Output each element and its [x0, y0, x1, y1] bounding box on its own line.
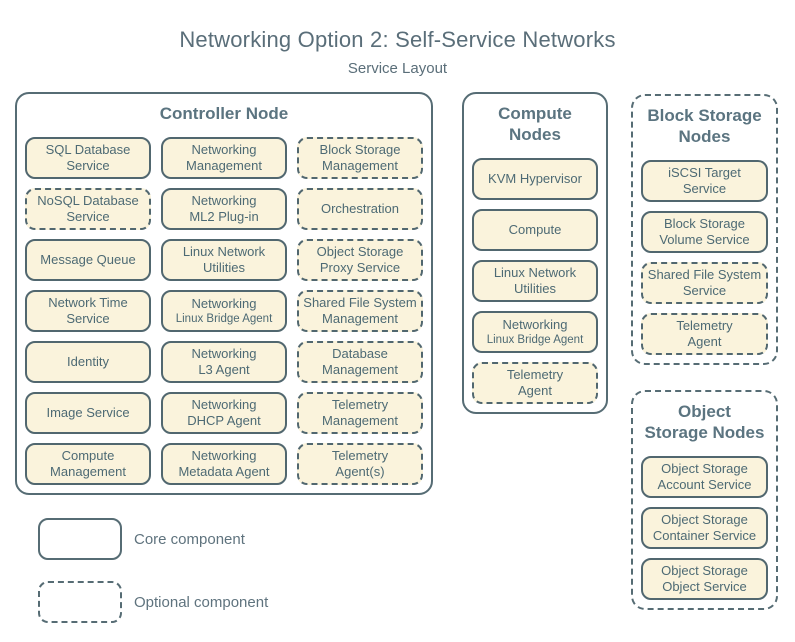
service-label: Database Management — [322, 346, 398, 377]
service-sublabel: Linux Bridge Agent — [486, 334, 584, 346]
service-box: Telemetry Agent — [641, 313, 768, 355]
service-label: Telemetry Agent(s) — [331, 448, 389, 479]
service-box: Database Management — [297, 341, 423, 383]
service-box: Image Service — [25, 392, 151, 434]
node-body-controller: SQL Database Service Networking Manageme… — [17, 137, 431, 493]
service-box: Telemetry Agent — [472, 362, 598, 404]
service-label: Networking Metadata Agent — [178, 448, 270, 479]
service-label: Shared File System Service — [647, 267, 762, 298]
service-label: Linux Network Utilities — [493, 265, 577, 296]
page-title: Networking Option 2: Self-Service Networ… — [179, 27, 616, 52]
service-box: Object Storage Object Service — [641, 558, 768, 600]
node-compute: Compute Nodes KVM Hypervisor Compute Lin… — [462, 92, 608, 414]
service-label: Networking ML2 Plug-in — [189, 193, 259, 224]
node-title-object-storage: Object Storage Nodes — [644, 402, 765, 442]
service-label: NoSQL Database Service — [37, 193, 139, 224]
service-label: Network Time Service — [48, 295, 128, 326]
service-box: Object Storage Container Service — [641, 507, 768, 549]
node-body-object-storage: Object Storage Account Service Object St… — [633, 456, 776, 608]
node-controller: Controller Node SQL Database Service Net… — [15, 92, 433, 495]
node-title-block-storage: Block Storage Nodes — [647, 106, 762, 146]
service-box: Compute Management — [25, 443, 151, 485]
service-label: Networking L3 Agent — [191, 346, 257, 377]
service-label: Telemetry Management — [322, 397, 398, 428]
node-title-compute: Compute Nodes — [498, 104, 572, 144]
service-label: Orchestration — [320, 201, 400, 216]
service-box: Networking DHCP Agent — [161, 392, 287, 434]
node-object-storage: Object Storage Nodes Object Storage Acco… — [631, 390, 778, 610]
page-subtitle: Service Layout — [347, 60, 448, 77]
node-body-block-storage: iSCSI Target Service Block Storage Volum… — [633, 160, 776, 363]
service-box: Message Queue — [25, 239, 151, 281]
service-box: Linux Network Utilities — [472, 260, 598, 302]
service-label: Image Service — [46, 405, 130, 420]
legend-core-swatch — [38, 518, 122, 560]
service-label: Networking — [191, 296, 257, 311]
service-label: Networking — [502, 317, 568, 332]
service-label: Object Storage Account Service — [657, 461, 752, 492]
service-box: SQL Database Service — [25, 137, 151, 179]
service-label: Block Storage Management — [319, 142, 401, 173]
legend-core-row: Core component — [38, 518, 245, 560]
service-box: Networking Management — [161, 137, 287, 179]
service-box: Networking ML2 Plug-in — [161, 188, 287, 230]
service-box: Orchestration — [297, 188, 423, 230]
service-label: KVM Hypervisor — [488, 171, 582, 186]
node-block-storage: Block Storage Nodes iSCSI Target Service… — [631, 94, 778, 365]
service-label: Telemetry Agent — [676, 318, 733, 349]
node-title-controller: Controller Node — [159, 104, 289, 123]
service-label: Linux Network Utilities — [182, 244, 266, 275]
service-box: iSCSI Target Service — [641, 160, 768, 202]
service-box: NoSQL Database Service — [25, 188, 151, 230]
service-box: Object Storage Account Service — [641, 456, 768, 498]
service-label: Block Storage Volume Service — [659, 216, 750, 247]
service-box: Networking Metadata Agent — [161, 443, 287, 485]
service-label: Shared File System Management — [303, 295, 417, 326]
service-box: Object Storage Proxy Service — [297, 239, 423, 281]
service-label: Compute — [508, 222, 562, 237]
node-body-compute: KVM Hypervisor Compute Linux Network Uti… — [464, 158, 606, 412]
service-label: Identity — [67, 354, 109, 369]
service-box: Shared File System Service — [641, 262, 768, 304]
legend-optional-swatch — [38, 581, 122, 623]
service-label: Message Queue — [40, 252, 136, 267]
service-box: Block Storage Volume Service — [641, 211, 768, 253]
service-box: Shared File System Management — [297, 290, 423, 332]
service-label: Compute Management — [50, 448, 126, 479]
service-label: Networking DHCP Agent — [187, 397, 261, 428]
service-label: SQL Database Service — [45, 142, 131, 173]
service-box: Compute — [472, 209, 598, 251]
service-box: Linux Network Utilities — [161, 239, 287, 281]
service-box: Network Time Service — [25, 290, 151, 332]
service-label: iSCSI Target Service — [668, 165, 741, 196]
service-box: Identity — [25, 341, 151, 383]
service-sublabel: Linux Bridge Agent — [175, 313, 273, 325]
legend-optional-label: Optional component — [134, 593, 269, 611]
service-label: Telemetry Agent — [506, 367, 564, 398]
service-label: Networking Management — [186, 142, 262, 173]
service-box: Block Storage Management — [297, 137, 423, 179]
service-box: KVM Hypervisor — [472, 158, 598, 200]
service-box: Networking L3 Agent — [161, 341, 287, 383]
service-box: Telemetry Management — [297, 392, 423, 434]
service-box: Telemetry Agent(s) — [297, 443, 423, 485]
service-label: Object Storage Object Service — [661, 563, 748, 594]
legend-optional-row: Optional component — [38, 581, 268, 623]
service-label: Object Storage Proxy Service — [316, 244, 404, 275]
service-label: Object Storage Container Service — [652, 512, 757, 543]
legend-core-label: Core component — [134, 530, 245, 548]
